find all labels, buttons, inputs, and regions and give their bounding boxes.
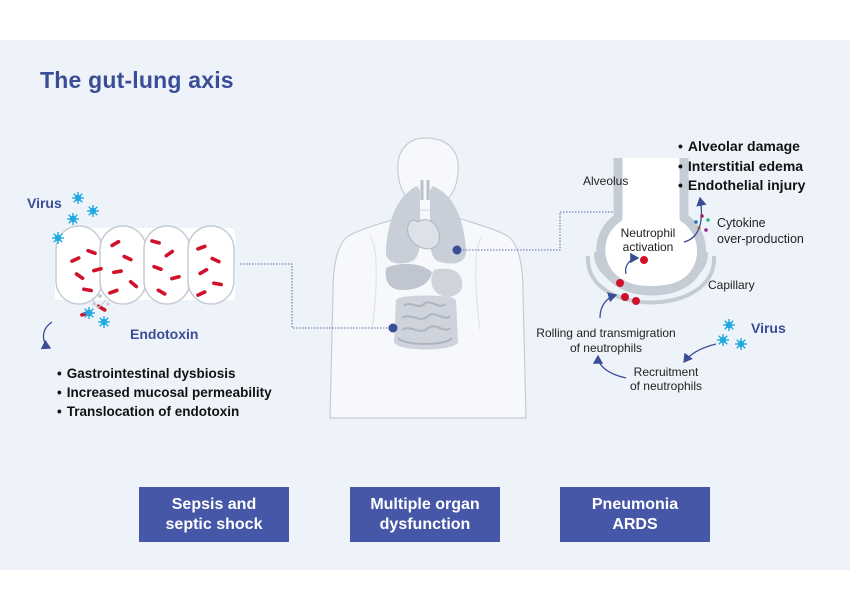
virus-icon [716,318,748,351]
gut-villi [55,225,236,317]
recruitment-label: Recruitment of neutrophils [629,365,703,393]
capillary-label: Capillary [708,278,755,292]
alveolus-label: Alveolus [583,174,629,188]
right-lung [430,186,467,264]
cytokine-icon [694,214,710,232]
internal-organs [385,180,467,350]
neutrophil-icon [616,256,648,305]
arrow-icon [592,196,717,379]
list-item: Endothelial injury [678,176,805,196]
cytokine-label: Cytokine over-production [717,216,804,246]
gut-bullet-list: Gastrointestinal dysbiosis Increased muc… [57,364,272,421]
connector-lines [240,211,615,329]
list-item: Interstitial edema [678,157,805,177]
lung-bullet-list: Alveolar damage Interstitial edema Endot… [678,137,805,196]
list-item: Alveolar damage [678,137,805,157]
list-item: Translocation of endotoxin [57,402,272,421]
endotoxin-label: Endotoxin [130,326,199,342]
neutrophil-activation-label: Neutrophil activation [620,226,676,254]
list-item: Increased mucosal permeability [57,383,272,402]
lung-virus-label: Virus [751,320,786,336]
list-item: Gastrointestinal dysbiosis [57,364,272,383]
liver [385,263,432,290]
lung-marker [452,245,462,255]
left-lung [385,186,420,264]
gut-virus-label: Virus [27,195,62,211]
rolling-label: Rolling and transmigration of neutrophil… [536,326,676,355]
stomach [431,268,463,297]
heart [407,219,440,250]
gut-marker [388,323,398,333]
intestines [394,295,458,350]
page-title: The gut-lung axis [40,67,234,93]
arrow-icon [40,321,53,350]
alveolus [585,158,717,305]
trachea [420,180,430,200]
